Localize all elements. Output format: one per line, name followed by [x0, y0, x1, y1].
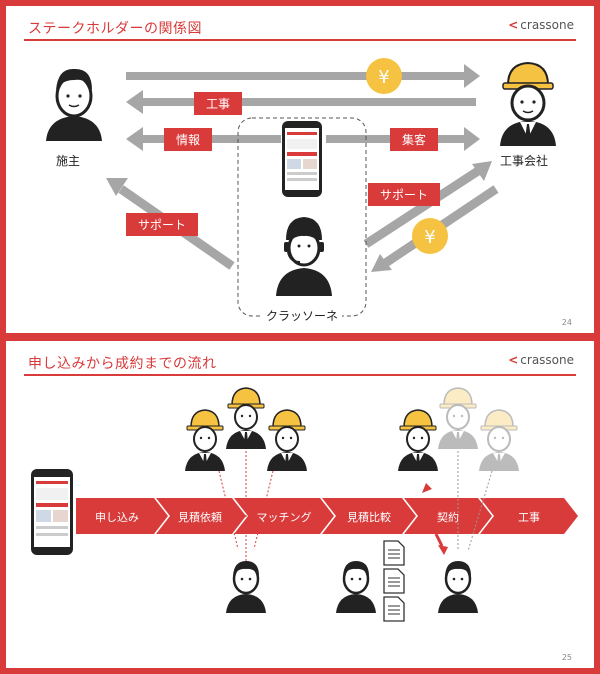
svg-text:¥: ¥	[378, 67, 389, 88]
flow-diagram	[31, 387, 578, 622]
yen-coin-icon: ¥	[366, 58, 402, 94]
relationship-diagram: ¥ ¥	[46, 58, 556, 317]
owner-label: 施主	[56, 154, 81, 168]
slide-stakeholders: ステークホルダーの関係図 <crassone	[6, 6, 594, 333]
slide-title: ステークホルダーの関係図	[28, 21, 202, 37]
yen-coin-icon-2: ¥	[412, 218, 448, 254]
contractor-group-contract	[397, 388, 519, 472]
title-rule	[24, 374, 576, 376]
step-request-quote: 見積依頼	[178, 511, 222, 524]
contract-arrows	[457, 451, 493, 552]
smartphone-app-icon	[282, 121, 322, 197]
tag-support-owner: サポート	[126, 213, 199, 236]
contractor-group-matching	[184, 387, 308, 472]
step-apply: 申し込み	[95, 511, 139, 524]
step-matching: マッチング	[256, 511, 312, 524]
flow-chevrons	[76, 498, 578, 534]
tag-information: 情報	[164, 128, 213, 151]
smartphone-app-icon	[31, 469, 73, 555]
page-number: 25	[561, 653, 572, 662]
matching-arrows	[218, 451, 274, 581]
customer-person-icon	[224, 559, 268, 615]
step-contract: 契約	[437, 511, 459, 524]
tag-construction: 工事	[194, 92, 243, 115]
contract-bold-arrows	[422, 483, 448, 555]
operator-headset-icon	[276, 217, 332, 296]
tag-customer-acquisition: 集客	[390, 128, 439, 151]
crassone-logo: <crassone	[508, 353, 574, 367]
crassone-label: クラッソーネ	[262, 307, 343, 324]
arrow-owner-to-contractor	[126, 64, 480, 88]
tag-support-contractor: サポート	[368, 183, 441, 206]
step-construction: 工事	[518, 511, 540, 524]
arrow-contractor-to-owner	[126, 90, 476, 114]
step-compare-quotes: 見積比較	[347, 511, 391, 524]
contractor-label: 工事会社	[500, 154, 549, 168]
customer-person-icon-2	[334, 559, 378, 615]
owner-person-icon	[46, 68, 102, 141]
contractor-worker-icon	[500, 61, 556, 146]
logo-mark-icon: <	[508, 18, 519, 32]
quote-documents-icon	[383, 540, 405, 622]
title-rule	[24, 39, 576, 41]
customer-person-icon-3	[436, 559, 480, 615]
slide-flow: 申し込みから成約までの流れ <crassone	[6, 341, 594, 668]
arrow-support-contractor	[363, 161, 492, 248]
crassone-logo: <crassone	[508, 18, 574, 32]
slide-title: 申し込みから成約までの流れ	[28, 356, 217, 372]
page-number: 24	[561, 318, 572, 327]
logo-mark-icon: <	[508, 353, 519, 367]
svg-text:¥: ¥	[424, 227, 435, 248]
crassone-dashed-box	[237, 117, 367, 317]
